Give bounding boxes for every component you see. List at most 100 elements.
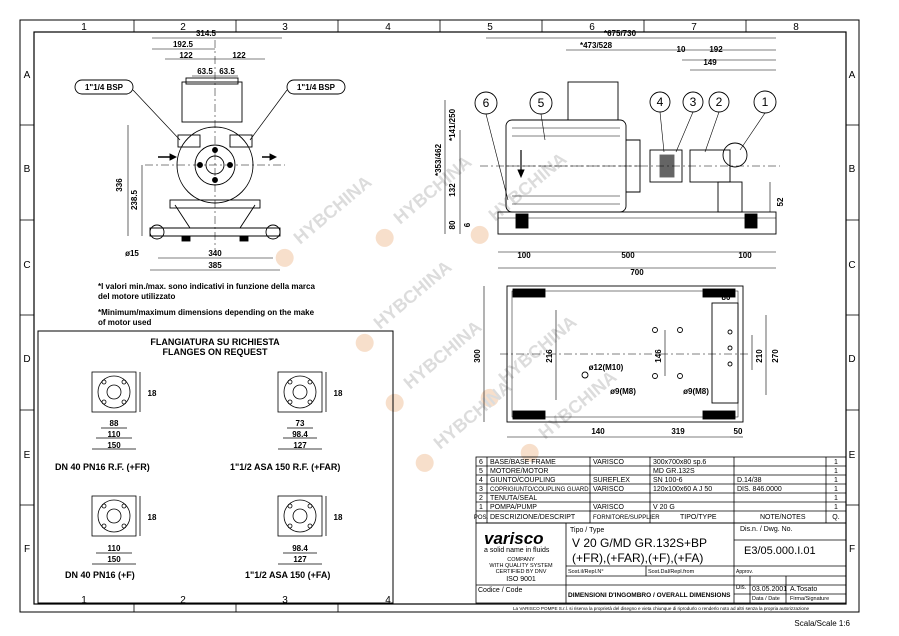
flange-label: DN 40 PN16 R.F. (+FR): [55, 462, 150, 472]
dim-label: ø9(M8): [683, 387, 709, 396]
col-label: 5: [487, 22, 493, 33]
bom-pos: 3: [479, 486, 483, 493]
dim-label: 127: [293, 441, 307, 450]
bom-type: V 20 G: [653, 504, 675, 511]
flanges-title-it: FLANGIATURA SU RICHIESTA: [150, 337, 280, 347]
bom-desc: MOTORE/MOTOR: [490, 468, 548, 475]
col-label: 3: [282, 22, 288, 33]
dim-label: 340: [208, 249, 222, 258]
suction-port: [177, 134, 201, 148]
watermark-logo-icon: [275, 248, 294, 267]
col-label: 7: [691, 22, 697, 33]
note-it-line1: *I valori min./max. sono indicativi in f…: [98, 282, 315, 291]
tipo-line2: (+FR),(+FAR),(+F),(+FA): [572, 551, 703, 565]
bom-qty: 1: [834, 468, 838, 475]
bom-type: 120x100x60 A J 50: [653, 486, 712, 493]
bom-desc: POMPA/PUMP: [490, 504, 537, 511]
bom-qty: 1: [834, 486, 838, 493]
cert-line: WITH QUALITY SYSTEM: [489, 563, 553, 569]
anti-vibration-foot-right: [265, 224, 281, 240]
baseplate-side: [497, 211, 777, 235]
balloon-label: 4: [657, 95, 664, 109]
bom-header-desc: DESCRIZIONE/DESCRIPT: [490, 514, 576, 521]
cert-line: CERTIFIED BY DNV: [496, 569, 547, 575]
tipo-line1: V 20 G/MD GR.132S+BP: [572, 536, 707, 550]
balloon-label: 6: [483, 96, 490, 110]
bom-desc: COPRIGIUNTO/COUPLING GUARD: [490, 487, 589, 493]
flange-label: DN 40 PN16 (+F): [65, 570, 135, 580]
flange-dims: 110 150 18: [107, 513, 157, 564]
varisco-logo: varisco: [484, 529, 544, 548]
dim-label: 80: [722, 293, 731, 302]
copyright-footer: La VARISCO POMPE S.r.l. si riserva la pr…: [513, 606, 810, 611]
dim-label: 140: [591, 427, 605, 436]
col-label: 4: [385, 22, 391, 33]
anti-vibration-foot-left: [149, 224, 165, 240]
scale-label: Scala/Scale 1:6: [794, 619, 850, 628]
bom-pos: 1: [479, 504, 483, 511]
row-label: D: [848, 354, 855, 365]
pump-volute-side: [722, 142, 748, 168]
col-label: 4: [385, 595, 391, 606]
dim-label: 216: [545, 349, 554, 363]
dim-label: 18: [334, 513, 343, 522]
bom-qty: 1: [834, 504, 838, 511]
balloon-label: 5: [538, 96, 545, 110]
dim-label: ø9(M8): [610, 387, 636, 396]
flange-detail: [91, 371, 141, 450]
col-label: 2: [180, 595, 186, 606]
row-label: B: [24, 164, 31, 175]
row-label: B: [849, 164, 856, 175]
cert-iso: ISO 9001: [506, 576, 536, 583]
balloon-label: 2: [716, 95, 723, 109]
bom-pos: 6: [479, 459, 483, 466]
sost-il-label: Sost.il/Repl.N°: [568, 569, 604, 575]
bom-supplier: VARISCO: [593, 504, 625, 511]
dim-label: 149: [703, 58, 717, 67]
dim-label: 98.4: [292, 544, 308, 553]
col-label: 3: [282, 595, 288, 606]
sost-dal-label: Sost.Dal/Repl.from: [648, 569, 695, 575]
side-view-dimensions: *675/730 *473/528 10 192 149 *353/462 *1…: [434, 29, 785, 277]
watermark-text: HYBCHINA: [495, 312, 581, 388]
cert-line: COMPANY: [507, 557, 535, 563]
row-label: A: [24, 70, 31, 81]
bom-supplier: VARISCO: [593, 486, 625, 493]
dim-label: ø12(M10): [589, 363, 624, 372]
pump-pad: [711, 302, 739, 404]
frame-column-labels: 1 2 3 4 5 6 7 8 1 2 3 4: [81, 22, 799, 606]
bom-table: 6 BASE/BASE FRAME VARISCO 300x700x80 sp.…: [474, 456, 847, 524]
dim-label: 500: [621, 251, 635, 260]
drawing-number: E3/05.000.I.01: [744, 545, 816, 557]
col-label: 8: [793, 22, 799, 33]
side-view: [444, 37, 780, 269]
dim-label: 98.4: [292, 430, 308, 439]
date-label: Data / Date: [752, 596, 780, 602]
col-label: 2: [180, 22, 186, 33]
bom-desc: GIUNTO/COUPLING: [490, 477, 556, 484]
bom-pos: 4: [479, 477, 483, 484]
plan-view-dimensions: 80 300 216 146 210 270 ø12(M10) ø9(M8) ø…: [473, 293, 780, 436]
bsp-callouts: 1"1/4 BSP 1"1/4 BSP: [74, 79, 346, 141]
dim-label: 132: [448, 183, 457, 197]
logo-tagline: a solid name in fluids: [484, 547, 550, 554]
callout-bsp-left: 1"1/4 BSP: [85, 83, 124, 92]
dim-label: 110: [108, 544, 121, 553]
watermark-text: HYBCHINA: [370, 257, 456, 333]
row-label: F: [24, 544, 30, 555]
pump-bracket: [717, 181, 743, 213]
bom-type: SN 100-6: [653, 477, 683, 484]
dim-label: 314.5: [196, 29, 217, 38]
col-label: 1: [81, 22, 87, 33]
dim-label: 63.5: [219, 67, 235, 76]
row-label: E: [849, 450, 856, 461]
dim-label: 52: [776, 197, 785, 206]
title-block: varisco a solid name in fluids COMPANY W…: [475, 522, 847, 611]
watermark-logo-icon: [470, 225, 489, 244]
dim-label: 150: [107, 555, 121, 564]
bom-header-qty: Q.: [832, 514, 839, 521]
dim-label: *353/462: [434, 143, 443, 176]
watermark-text: HYBCHINA: [290, 172, 376, 248]
dim-label: 150: [107, 441, 121, 450]
note-en-line1: *Minimum/maximum dimensions depending on…: [98, 308, 315, 317]
